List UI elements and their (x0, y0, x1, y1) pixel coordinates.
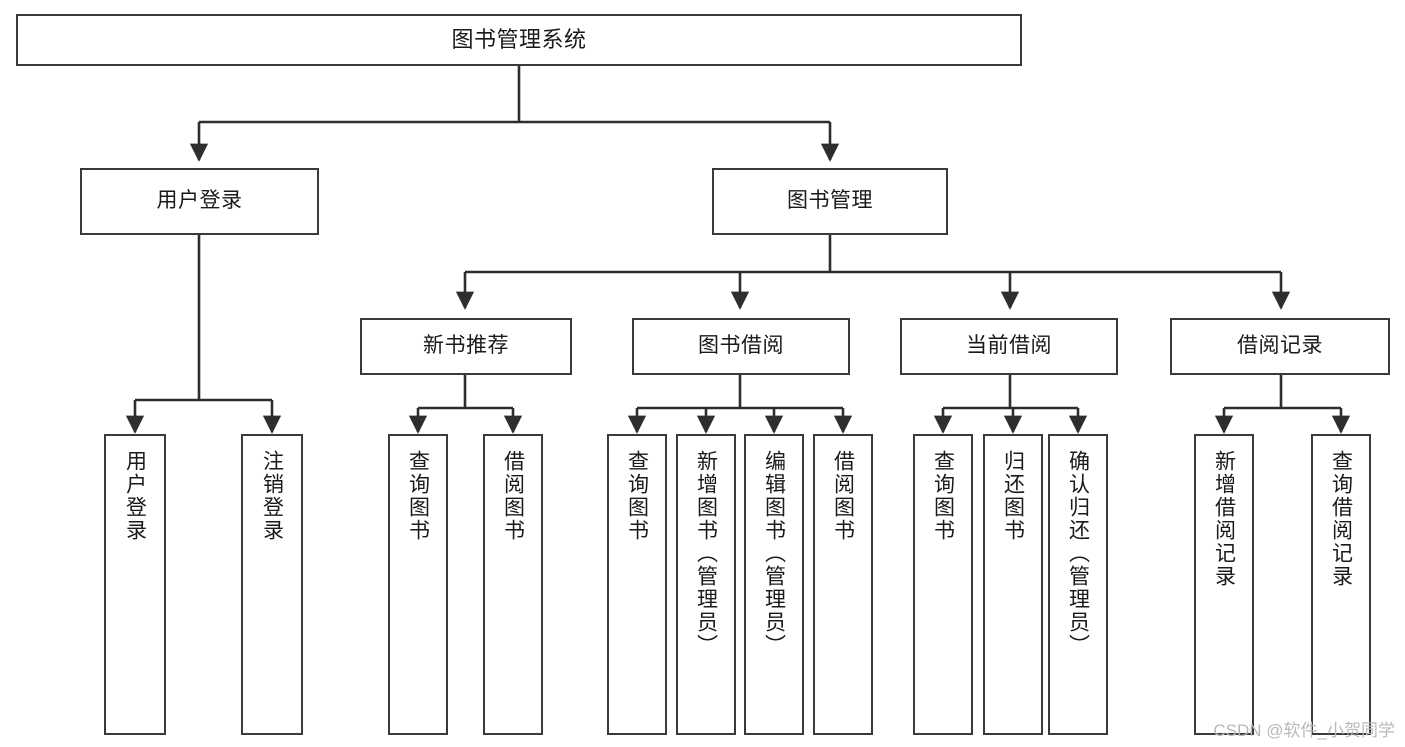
leaf-current-query-book[interactable]: 查询图书 (913, 434, 973, 735)
node-book-management[interactable]: 图书管理 (712, 168, 948, 235)
node-label: 借阅图书 (501, 450, 525, 542)
node-user-login[interactable]: 用户登录 (80, 168, 319, 235)
leaf-current-confirm-return[interactable]: 确认归还（管理员） (1048, 434, 1108, 735)
leaf-user-login-logout[interactable]: 注销登录 (241, 434, 303, 735)
node-label: 查询图书 (931, 450, 955, 542)
node-label: 借阅图书 (831, 450, 855, 542)
node-label: 图书管理 (787, 189, 873, 213)
leaf-user-login-login[interactable]: 用户登录 (104, 434, 166, 735)
node-label: 归还图书 (1001, 450, 1025, 542)
node-label: 借阅记录 (1237, 334, 1323, 358)
leaf-records-add-record[interactable]: 新增借阅记录 (1194, 434, 1254, 735)
node-label: 确认归还（管理员） (1066, 450, 1090, 657)
node-label: 注销登录 (260, 450, 284, 542)
node-label: 查询借阅记录 (1329, 450, 1353, 588)
leaf-borrow-edit-book[interactable]: 编辑图书（管理员） (744, 434, 804, 735)
node-label: 编辑图书（管理员） (762, 450, 786, 657)
node-label: 查询图书 (625, 450, 649, 542)
node-label: 图书管理系统 (451, 27, 587, 53)
leaf-new-book-borrow[interactable]: 借阅图书 (483, 434, 543, 735)
node-label: 查询图书 (406, 450, 430, 542)
leaf-borrow-query-book[interactable]: 查询图书 (607, 434, 667, 735)
leaf-new-book-query[interactable]: 查询图书 (388, 434, 448, 735)
leaf-borrow-borrow-book[interactable]: 借阅图书 (813, 434, 873, 735)
node-label: 新增借阅记录 (1212, 450, 1236, 588)
node-book-borrow[interactable]: 图书借阅 (632, 318, 850, 375)
node-label: 用户登录 (156, 189, 243, 213)
node-label: 新书推荐 (423, 334, 509, 358)
node-label: 图书借阅 (698, 334, 784, 358)
node-borrow-records[interactable]: 借阅记录 (1170, 318, 1390, 375)
node-label: 新增图书（管理员） (694, 450, 718, 657)
leaf-borrow-add-book[interactable]: 新增图书（管理员） (676, 434, 736, 735)
leaf-current-return-book[interactable]: 归还图书 (983, 434, 1043, 735)
node-label: 用户登录 (123, 450, 147, 542)
leaf-records-query-record[interactable]: 查询借阅记录 (1311, 434, 1371, 735)
node-current-borrow[interactable]: 当前借阅 (900, 318, 1118, 375)
node-root-system[interactable]: 图书管理系统 (16, 14, 1022, 66)
node-new-book-recommend[interactable]: 新书推荐 (360, 318, 572, 375)
node-label: 当前借阅 (966, 334, 1052, 358)
